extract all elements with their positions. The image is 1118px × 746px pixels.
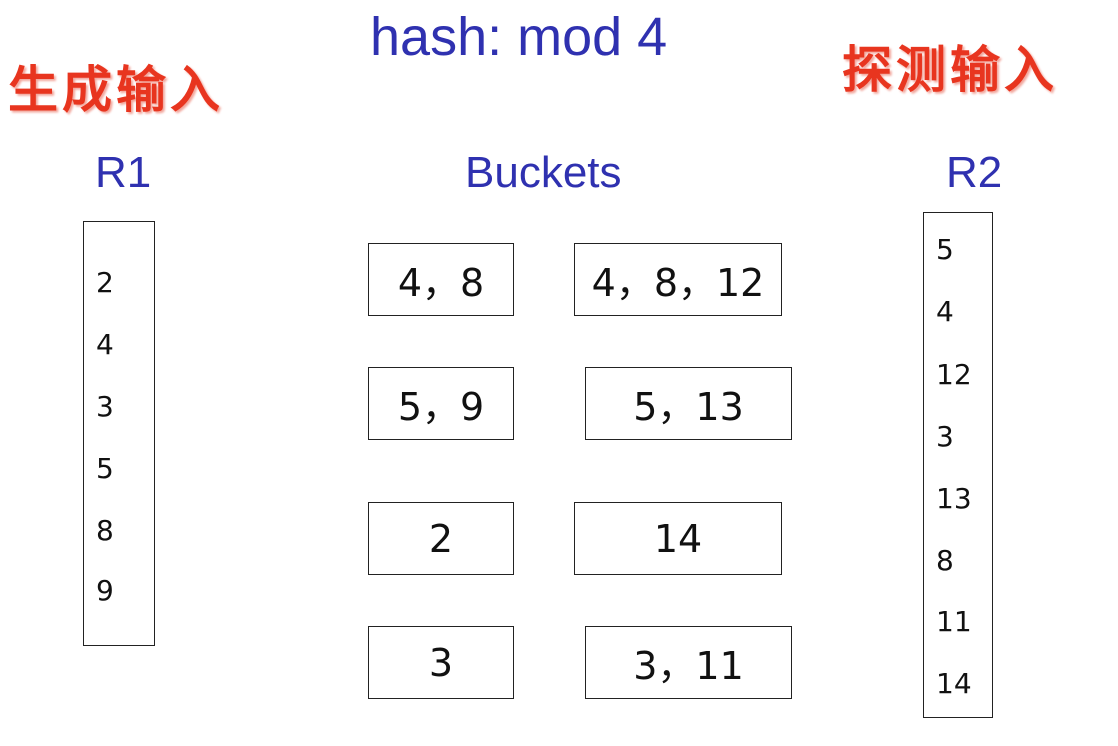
r2-value: 8 <box>936 544 954 577</box>
r2-value: 3 <box>936 420 954 453</box>
r2-relation-box: 5 4 12 3 13 8 11 14 <box>923 212 993 718</box>
r2-value: 4 <box>936 295 954 328</box>
bucket-left-2: 2 <box>368 502 514 575</box>
probe-input-label: 探测输入 <box>842 40 1058 99</box>
bucket-left-1: 5，9 <box>368 367 514 440</box>
r2-value: 5 <box>936 233 954 266</box>
bucket-left-0: 4，8 <box>368 243 514 316</box>
r2-heading: R2 <box>946 148 1003 197</box>
diagram-title: hash: mod 4 <box>370 7 668 67</box>
bucket-right-3: 3，11 <box>585 626 792 699</box>
r1-value: 9 <box>96 574 114 607</box>
bucket-left-3: 3 <box>368 626 514 699</box>
r2-value: 14 <box>936 667 972 700</box>
r1-relation-box: 2 4 3 5 8 9 <box>83 221 155 646</box>
r2-value: 13 <box>936 482 972 515</box>
bucket-right-1: 5，13 <box>585 367 792 440</box>
r1-value: 4 <box>96 328 114 361</box>
r1-value: 5 <box>96 452 114 485</box>
r1-value: 2 <box>96 266 114 299</box>
buckets-heading: Buckets <box>465 148 622 197</box>
r2-value: 11 <box>936 605 972 638</box>
r1-value: 3 <box>96 390 114 423</box>
r1-value: 8 <box>96 514 114 547</box>
bucket-right-2: 14 <box>574 502 782 575</box>
build-input-label: 生成输入 <box>8 60 224 119</box>
r1-heading: R1 <box>95 148 152 197</box>
r2-value: 12 <box>936 358 972 391</box>
bucket-right-0: 4，8，12 <box>574 243 782 316</box>
